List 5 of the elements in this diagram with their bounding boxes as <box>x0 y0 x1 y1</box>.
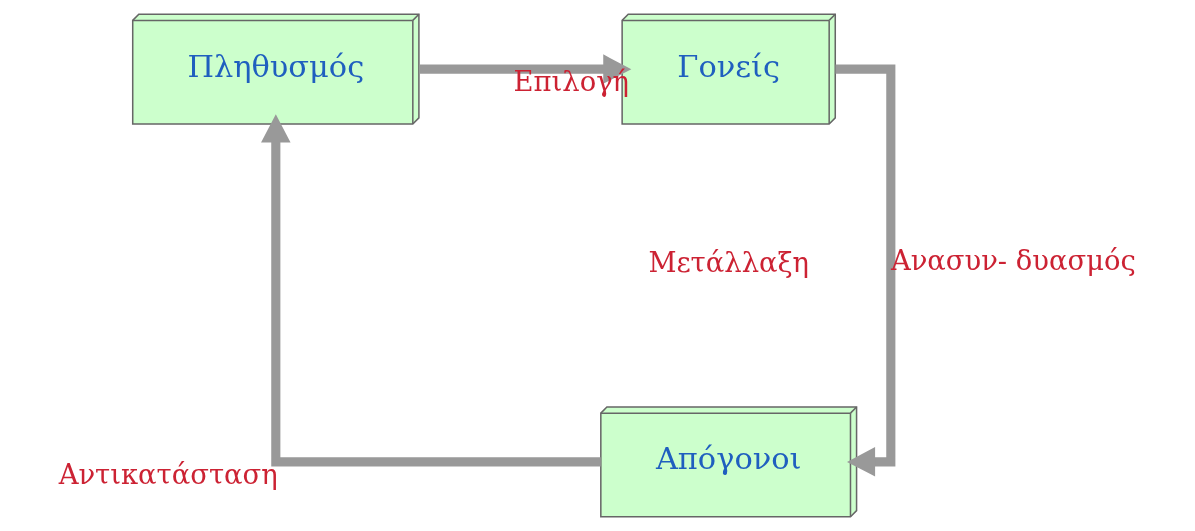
edge-label: Ανασυν- δυασμός <box>890 244 1136 276</box>
arrow <box>260 114 601 467</box>
label: Μετάλλαξη <box>647 247 809 279</box>
edge-label: Αντικατάσταση <box>58 458 278 490</box>
arrow <box>834 64 895 477</box>
